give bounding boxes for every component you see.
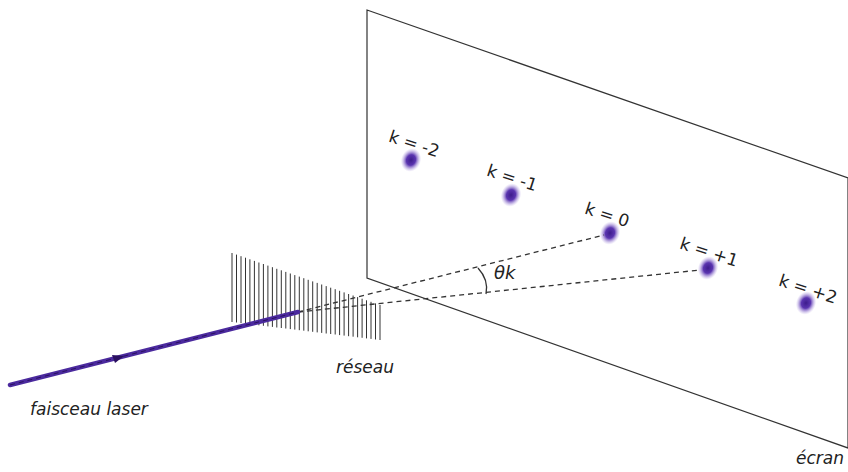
laser-axis (10, 312, 298, 385)
laser-beam (10, 312, 298, 385)
angle-arc (478, 268, 487, 294)
beam-label: faisceau laser (30, 401, 148, 418)
grating-label: réseau (336, 359, 394, 376)
grating (232, 253, 380, 340)
diffraction-spots (397, 145, 819, 317)
angle-label: θk (494, 264, 515, 282)
screen-label: écran (796, 450, 844, 467)
rays (298, 235, 700, 312)
screen (367, 10, 848, 448)
beam-arrow (112, 355, 124, 363)
